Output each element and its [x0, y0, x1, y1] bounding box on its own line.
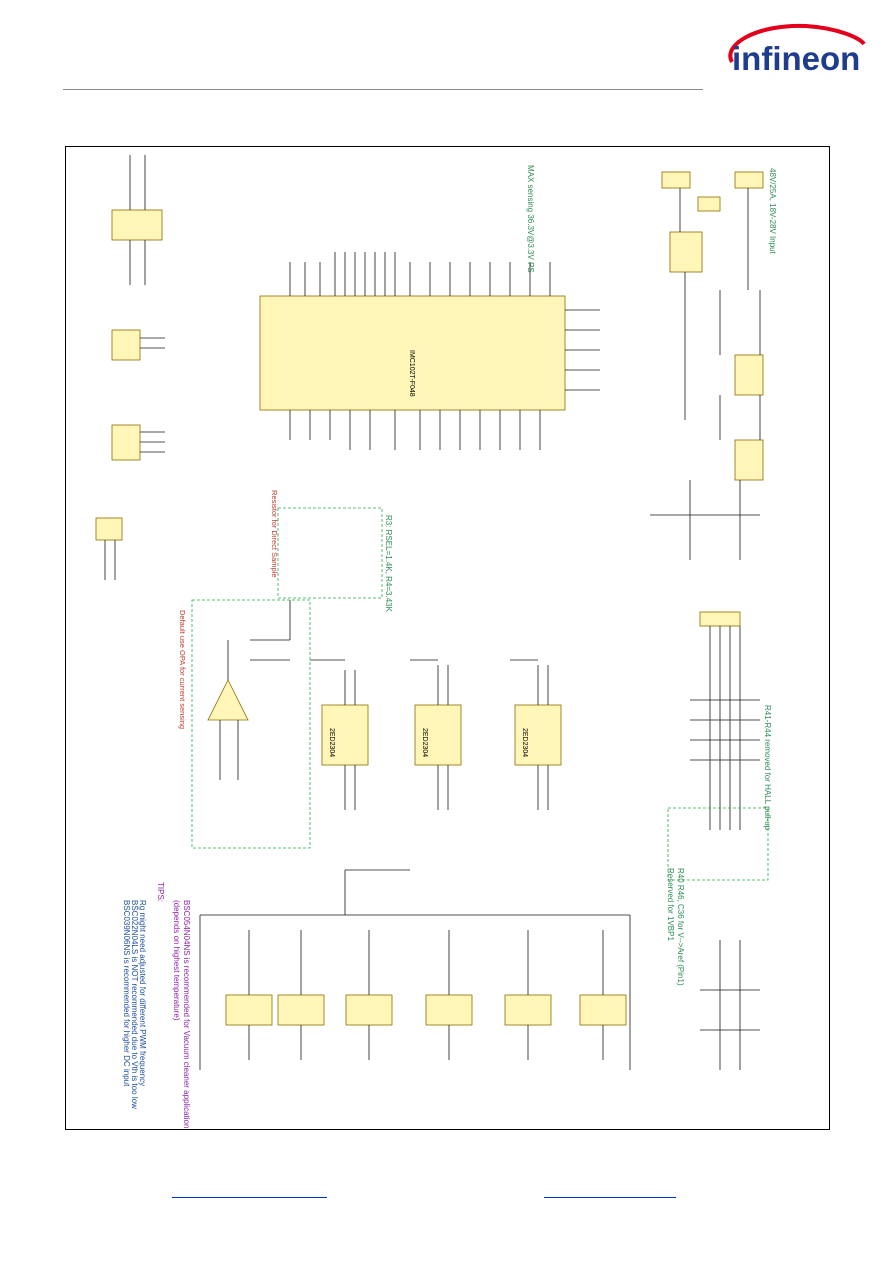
main-ic-label: IMC102T-F048 [408, 350, 415, 397]
footer-link-right[interactable] [544, 1197, 676, 1198]
connector-j2 [111, 329, 141, 361]
note-box-reserved [667, 807, 769, 881]
opamp-hint: Default use OPA for current sensing [178, 610, 187, 729]
tips-line-2: (depends on highest temperature) [172, 900, 181, 1021]
vreg-u2 [734, 439, 764, 481]
reserved-note: Reserved for 1VBP1 [666, 868, 675, 941]
tips-title: TIPS: [156, 882, 165, 902]
shunt-note: R3: RSEL=1.4K, R4=3.43K [384, 515, 393, 613]
note-box-shunt [277, 507, 383, 599]
footer-link-left[interactable] [172, 1197, 327, 1198]
opamp-u3 [207, 679, 249, 721]
ref-hint: Resistor for Direct Sample [270, 490, 279, 578]
header-rule [63, 89, 703, 90]
tips-line-4: BSC022N04LS is NOT recommended due to Vt… [130, 900, 139, 1109]
r40-note: R40 R46, C36 for V-->Aref (Pin1) [676, 868, 685, 986]
mosfet-q7 [225, 994, 273, 1026]
mosfet-q5 [345, 994, 393, 1026]
hall-connector [699, 611, 741, 627]
mosfet-q8 [277, 994, 325, 1026]
tips-line-3: Rg might need adjusted for different PWM… [138, 900, 147, 1086]
note-box-opamp [191, 599, 311, 849]
gate-driver-u5 [414, 704, 462, 766]
tips-line-1: BSC054N04NS is recommended for Vacuum cl… [182, 900, 191, 1128]
connector-j7 [697, 196, 721, 212]
infineon-logo: infineon [728, 23, 866, 77]
connector-j5 [111, 209, 163, 241]
svg-text:2ED2304: 2ED2304 [521, 728, 528, 757]
mosfet-q3 [504, 994, 552, 1026]
svg-text:2ED2304: 2ED2304 [421, 728, 428, 757]
svg-text:infineon: infineon [732, 40, 860, 77]
connector-j4 [95, 517, 123, 541]
hall-note: R41-R44 removed for HALL pull-up [763, 705, 772, 831]
connector-j1 [661, 171, 691, 189]
connector-j6 [734, 171, 764, 189]
svg-text:2ED2304: 2ED2304 [328, 728, 335, 757]
vsense-note: MAX sensing 36.3V@3.3V PS [526, 165, 535, 273]
mosfet-q1 [669, 231, 703, 273]
schematic-frame [65, 146, 830, 1130]
vreg-u1 [734, 354, 764, 396]
mosfet-q6 [425, 994, 473, 1026]
main-controller-ic [259, 295, 566, 411]
mosfet-q4 [579, 994, 627, 1026]
tips-line-5: BSC039N06NS is recommended for higher DC… [122, 900, 131, 1087]
input-note: 48V/25A, 18V-28V Input [768, 168, 777, 255]
connector-j3 [111, 424, 141, 461]
